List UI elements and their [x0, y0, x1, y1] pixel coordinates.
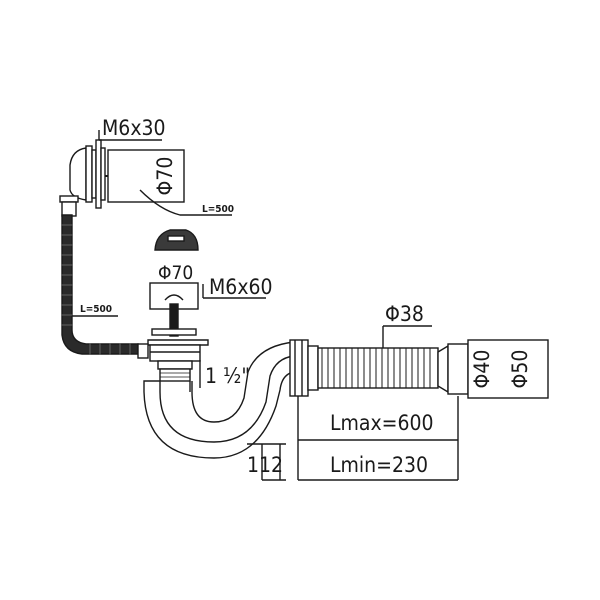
- length-min-label: Lmin=230: [330, 453, 428, 477]
- cable-length-label: L=500: [202, 204, 234, 215]
- overflow-assembly: [59, 139, 185, 217]
- drain-screw-label: M6x60: [209, 275, 273, 299]
- drain-body: [137, 343, 201, 382]
- overflow-hose: [61, 214, 139, 355]
- overflow-diameter-label: Φ70: [153, 157, 177, 196]
- outlet-outer-diameter-label: Φ50: [508, 350, 532, 389]
- drain-diameter-label: Φ70: [158, 262, 193, 284]
- length-max-label: Lmax=600: [330, 411, 434, 435]
- plug-cap: [154, 229, 199, 251]
- thread-size-label: 1 ½": [205, 364, 250, 388]
- outlet-hose: [317, 339, 549, 399]
- hose-diameter-label: Φ38: [385, 302, 424, 326]
- outlet-inner-diameter-label: Φ40: [470, 350, 494, 389]
- hose-length-label: L=500: [80, 304, 112, 315]
- drain-strainer: [147, 282, 209, 346]
- overflow-screw-label: M6x30: [102, 116, 166, 140]
- height-label: 112: [247, 453, 283, 477]
